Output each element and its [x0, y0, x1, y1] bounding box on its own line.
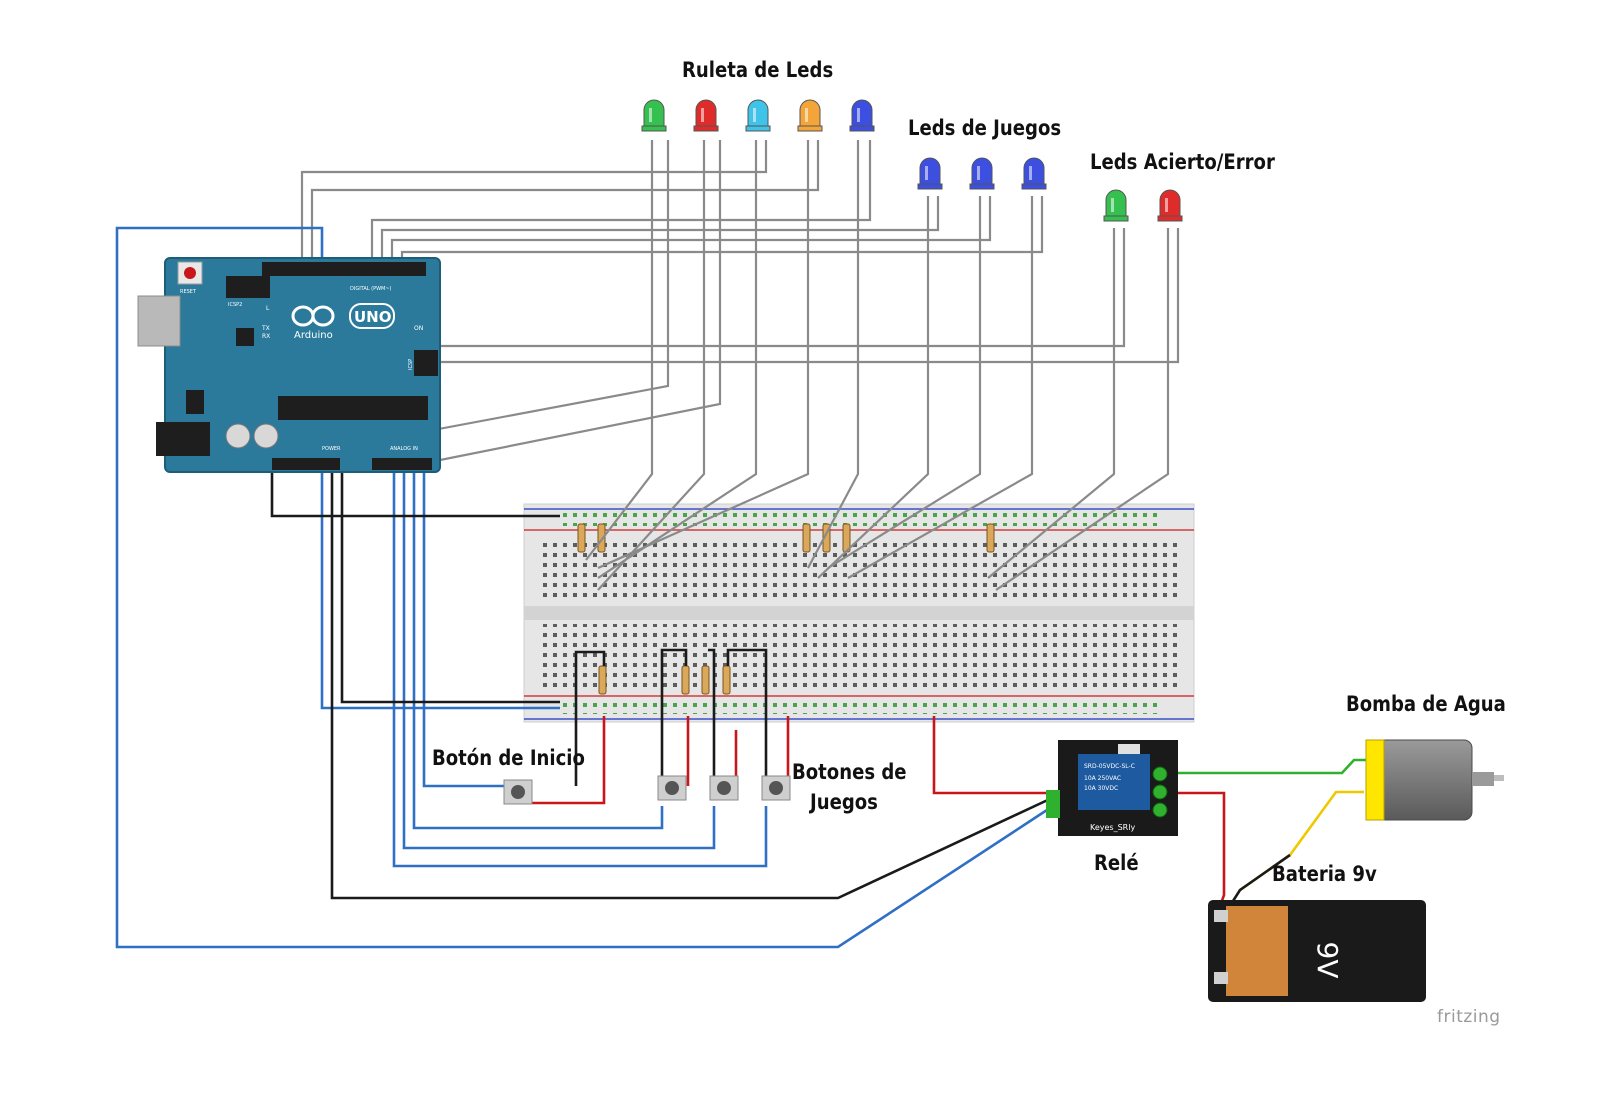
green-wire — [1174, 758, 1366, 775]
power-label: POWER — [322, 446, 341, 452]
on-label: ON — [414, 325, 423, 332]
relay-brand: Keyes_SRly — [1090, 823, 1135, 832]
relay-module: SRD-05VDC-SL-C 10A 250VAC 10A 30VDC Keye… — [1046, 740, 1178, 836]
led-ruleta-5 — [849, 99, 875, 132]
resistors-bottom — [598, 665, 731, 695]
arduino-uno-board: UNO Arduino RESET ICSP2 DIGITAL (PWM~) P… — [137, 257, 441, 473]
digital-label: DIGITAL (PWM~) — [350, 286, 392, 292]
fritzing-watermark: fritzing — [1437, 1007, 1501, 1027]
water-pump-motor — [1365, 739, 1504, 821]
breadboard — [523, 503, 1195, 723]
battery-9v: 9V — [1208, 900, 1426, 1002]
black-wires — [270, 278, 1053, 900]
battery-voltage: 9V — [1311, 942, 1344, 979]
boton-inicio-label: Botón de Inicio — [432, 746, 585, 770]
leds-juegos-label: Leds de Juegos — [908, 116, 1062, 140]
game-button-1 — [657, 775, 687, 801]
game-button-3 — [761, 775, 791, 801]
bateria-label: Bateria 9v — [1272, 862, 1377, 886]
botones-juegos-label-2: Juegos — [810, 790, 878, 814]
analog-header — [372, 458, 432, 470]
reset-label: RESET — [180, 289, 197, 295]
power-header — [272, 458, 340, 470]
model-label: UNO — [354, 308, 392, 326]
relay-rating-2: 10A 30VDC — [1084, 785, 1118, 792]
led-juegos-1 — [917, 157, 943, 190]
botones-juegos-label-1: Botones de — [792, 760, 907, 784]
led-acierto-2 — [1157, 189, 1183, 222]
usb-port — [137, 295, 181, 347]
bomba-label: Bomba de Agua — [1346, 692, 1506, 716]
l-label: L — [266, 305, 270, 312]
arduino-logo — [291, 303, 395, 329]
led-juegos-2 — [969, 157, 995, 190]
microcontroller-chip — [278, 396, 428, 420]
logo-text: Arduino — [294, 330, 333, 341]
led-ruleta-2 — [693, 99, 719, 132]
relay-rating-1: 10A 250VAC — [1084, 775, 1121, 782]
game-button-2 — [709, 775, 739, 801]
rx-label: RX — [262, 333, 270, 340]
led-juegos-3 — [1021, 157, 1047, 190]
ruleta-label: Ruleta de Leds — [682, 58, 834, 82]
led-ruleta-4 — [797, 99, 823, 132]
icsp-label: ICSP — [408, 359, 414, 370]
tx-label: TX — [261, 325, 270, 332]
analog-label: ANALOG IN — [390, 446, 418, 452]
icsp2-label: ICSP2 — [228, 302, 242, 308]
digital-header — [262, 262, 426, 276]
rele-label: Relé — [1094, 851, 1139, 875]
blue-wires — [115, 226, 1051, 949]
start-button — [503, 779, 533, 805]
led-ruleta-3 — [745, 99, 771, 132]
led-acierto-1 — [1103, 189, 1129, 222]
led-ruleta-1 — [641, 99, 667, 132]
resistors-top — [577, 523, 995, 553]
gray-wires — [276, 140, 1180, 591]
leds-acierto-label: Leds Acierto/Error — [1090, 150, 1275, 174]
dc-jack — [156, 422, 210, 456]
relay-model: SRD-05VDC-SL-C — [1084, 763, 1135, 770]
leds — [641, 99, 1183, 222]
